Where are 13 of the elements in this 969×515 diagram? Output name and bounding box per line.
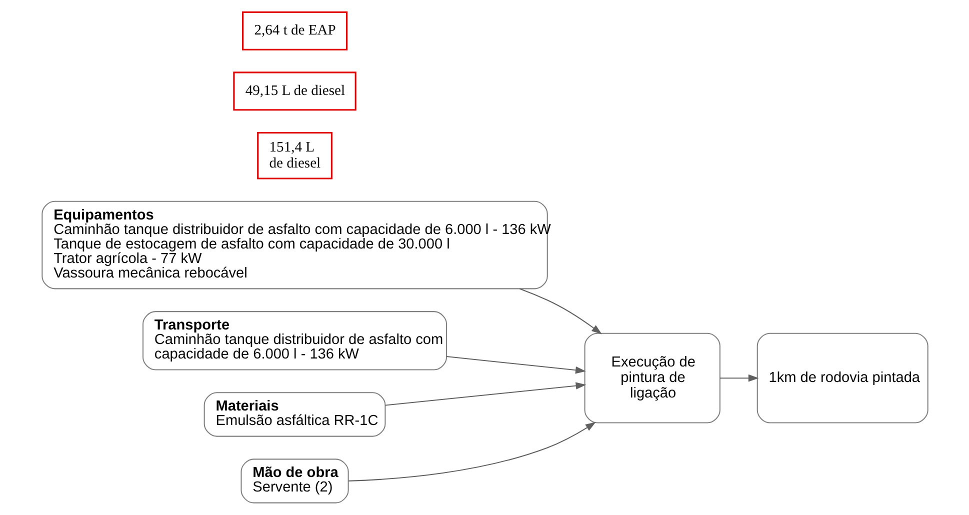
arrow [720, 374, 758, 382]
node-box: 49,15 L de diesel [232, 72, 356, 111]
node-box: 1km de rodovia pintada [756, 332, 928, 424]
node-box: 151,4 L de diesel [256, 132, 332, 180]
arrow [348, 422, 596, 482]
node-box: Transporte Caminhão tanque distribuidor de asfalto com capacidade de 6.000 l - 136 kW [142, 311, 447, 370]
arrow [519, 288, 602, 334]
node-box: Mão de obra Servente (2) [240, 458, 348, 504]
node-box: Materiais Emulsão asfáltica RR-1C [203, 392, 386, 437]
node-box: Execução de pintura de ligação [584, 332, 720, 424]
node-box: 2,64 t de EAP [242, 11, 348, 50]
arrow [446, 356, 586, 374]
arrow [384, 382, 586, 406]
